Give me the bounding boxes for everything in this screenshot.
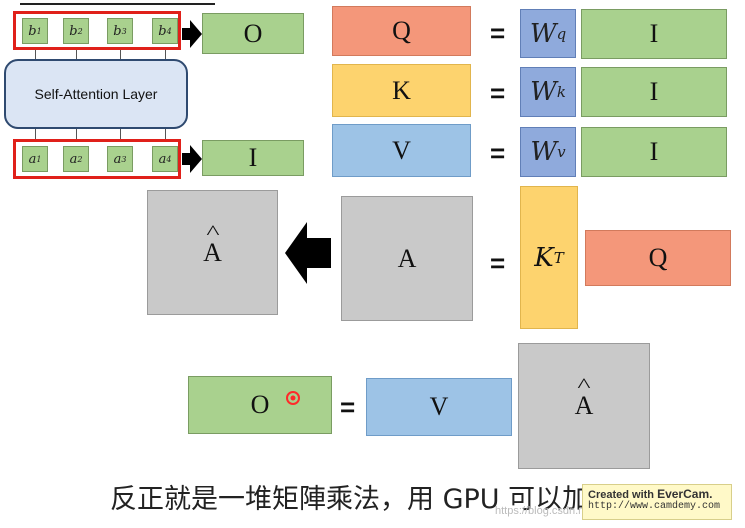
matrix-v: V: [332, 124, 471, 177]
matrix-i-v: I: [581, 127, 727, 177]
equals-sign: =: [490, 78, 506, 108]
output-matrix-o: O: [202, 13, 304, 54]
matrix-v-output: V: [366, 378, 512, 436]
equals-sign: =: [490, 248, 506, 278]
connector: [165, 50, 166, 60]
matrix-a: A: [341, 196, 473, 321]
matrix-k: K: [332, 64, 471, 117]
caption: 反正就是一堆矩陣乘法，用 GPU 可以加速: [110, 484, 617, 515]
matrix-i-q: I: [581, 9, 727, 59]
connector: [76, 129, 77, 141]
matrix-a-hat-output: A: [518, 343, 650, 469]
matrix-a-hat: A: [147, 190, 278, 315]
url-watermark: https://blog.csdn.net/...: [495, 505, 606, 517]
evercam-watermark: Created with EverCam. http://www.camdemy…: [582, 484, 732, 520]
connector: [76, 50, 77, 60]
equals-sign: =: [490, 138, 506, 168]
top-rule: [20, 3, 215, 5]
matrix-o-output: O: [188, 376, 332, 434]
input-matrix-i: I: [202, 140, 304, 176]
connector: [35, 129, 36, 141]
input-tokens-frame: [13, 139, 181, 179]
laser-pointer-dot: [286, 391, 300, 405]
output-tokens-frame: [13, 11, 181, 50]
self-attention-layer: Self-Attention Layer: [4, 59, 188, 129]
arrow-left-icon: [285, 222, 331, 284]
equals-sign: =: [490, 18, 506, 48]
equals-sign: =: [340, 392, 356, 422]
connector: [165, 129, 166, 141]
matrix-q: Q: [332, 6, 471, 56]
connector: [120, 50, 121, 60]
matrix-i-k: I: [581, 67, 727, 117]
arrow-right-icon: [182, 20, 202, 48]
connector: [35, 50, 36, 60]
matrix-q-attention: Q: [585, 230, 731, 286]
connector: [120, 129, 121, 141]
layer-label: Self-Attention Layer: [34, 86, 158, 102]
arrow-right-icon: [182, 145, 202, 173]
